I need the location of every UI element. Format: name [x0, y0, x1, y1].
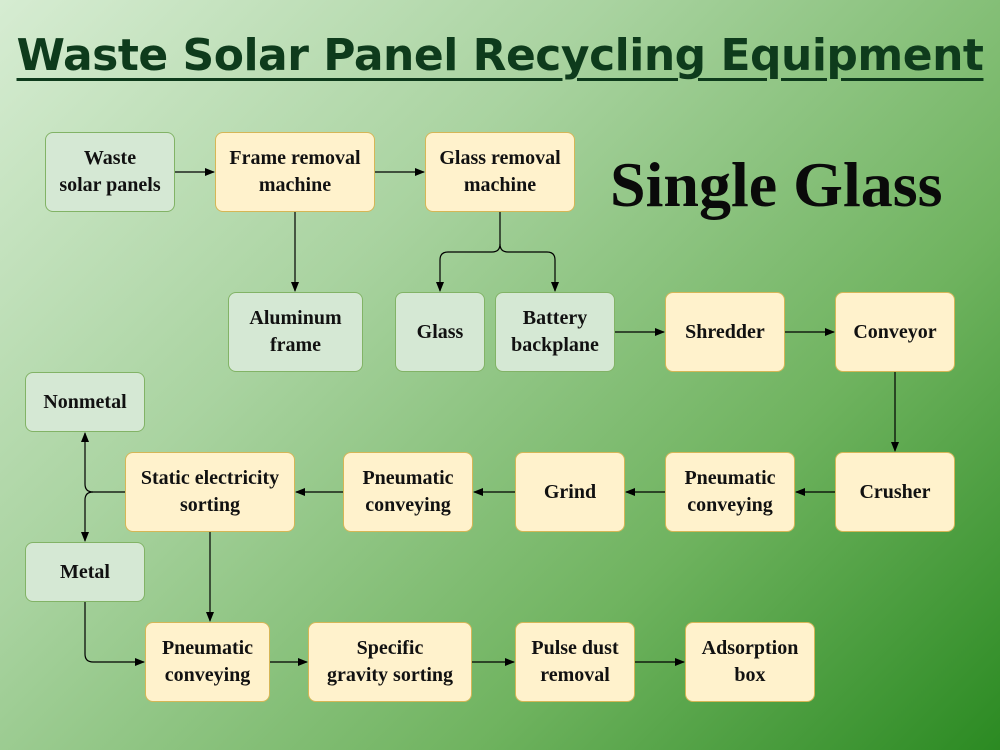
- edge-glass-removal-to-glass: [436, 212, 501, 292]
- edge-metal-to-pneumatic-3: [84, 602, 145, 666]
- node-nonmetal: Nonmetal: [25, 372, 145, 432]
- edge-static-sorting-to-metal: [81, 491, 94, 542]
- page-title: Waste Solar Panel Recycling Equipment: [16, 30, 984, 81]
- diagram-subtitle: Single Glass: [610, 149, 943, 220]
- node-conveyor: Conveyor: [835, 292, 955, 372]
- edge-glass-removal-to-battery-backplane: [499, 243, 559, 292]
- node-metal: Metal: [25, 542, 145, 602]
- node-shredder: Shredder: [665, 292, 785, 372]
- node-crusher: Crusher: [835, 452, 955, 532]
- edge-static-sorting-to-nonmetal: [81, 432, 125, 493]
- node-glass: Glass: [395, 292, 485, 372]
- node-grind: Grind: [515, 452, 625, 532]
